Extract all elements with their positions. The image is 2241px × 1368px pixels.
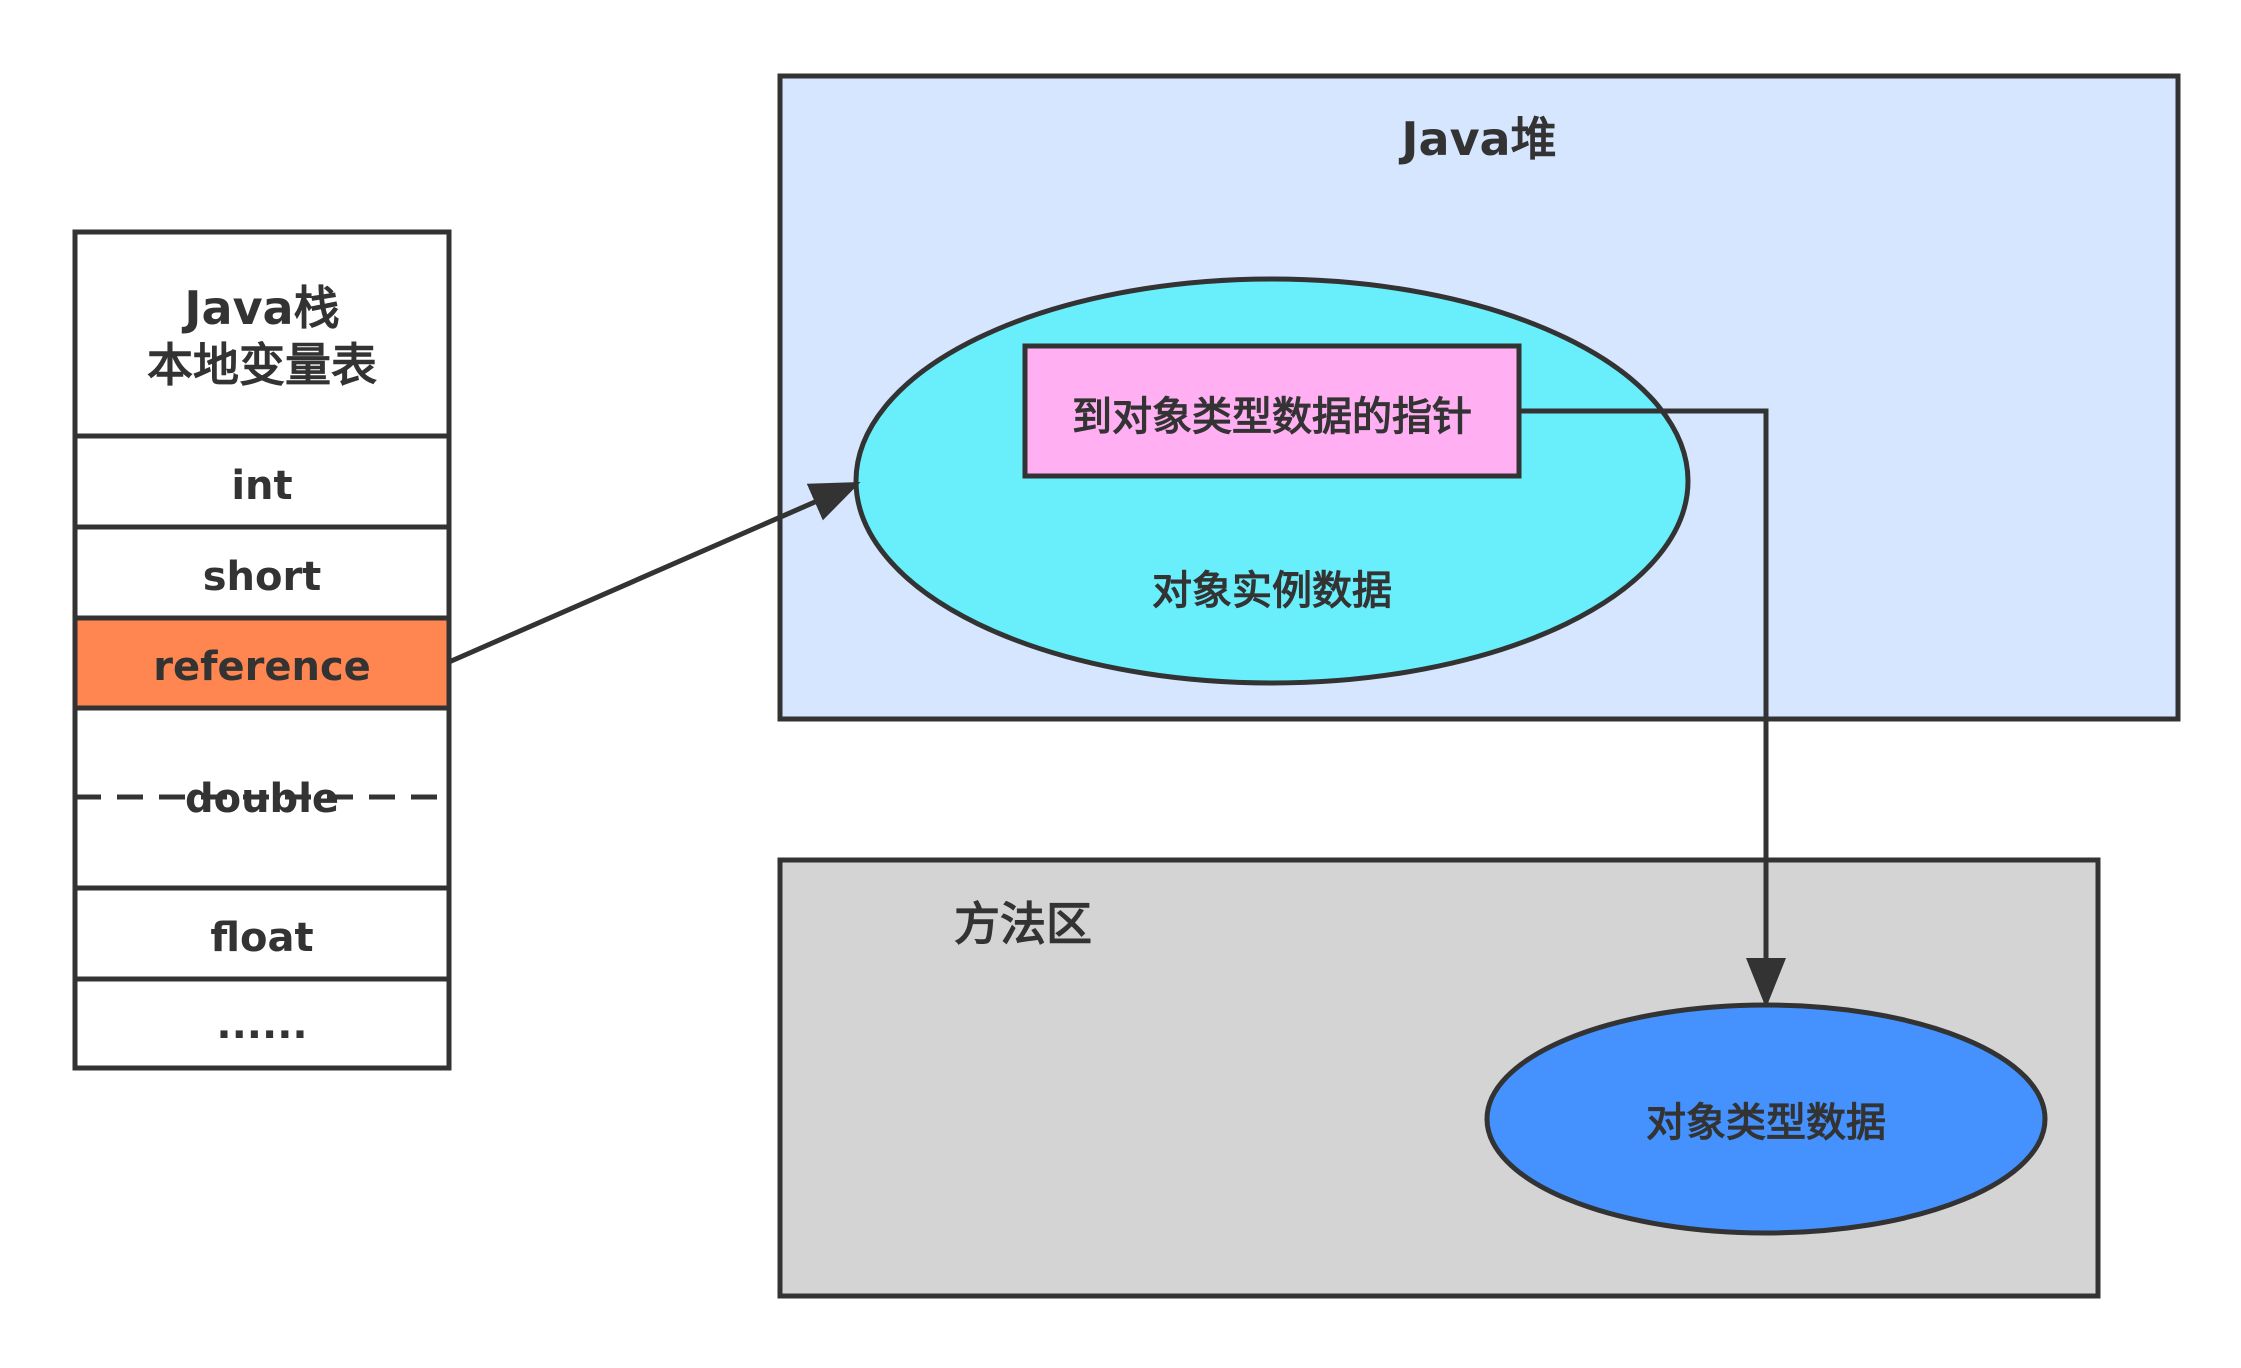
object-type-data-label: 对象类型数据 — [1646, 1100, 1886, 1146]
stack-row-reference-cell — [72, 615, 452, 711]
java-stack-table: Java栈 本地变量表 int short reference double f… — [72, 229, 452, 1071]
stack-row-short: short — [203, 554, 322, 600]
method-area-title: 方法区 — [954, 897, 1092, 951]
java-heap: Java堆 对象实例数据 到对象类型数据的指针 — [777, 73, 2181, 722]
method-area: 方法区 对象类型数据 — [777, 857, 2101, 1299]
object-instance-label: 对象实例数据 — [1152, 568, 1392, 614]
object-instance-ellipse — [853, 276, 1691, 686]
stack-row-int: int — [231, 463, 292, 509]
stack-title-line1: Java栈 — [181, 281, 339, 335]
stack-row-reference: reference — [153, 644, 371, 690]
reference-to-instance-arrow — [447, 481, 861, 665]
stack-row-float: float — [210, 915, 313, 961]
stack-title-line2: 本地变量表 — [147, 338, 377, 392]
stack-row-ellipsis: ...... — [216, 1002, 307, 1048]
pointer-to-type-data-arrow — [1519, 408, 1786, 1008]
type-pointer-label: 到对象类型数据的指针 — [1072, 394, 1472, 440]
heap-title: Java堆 — [1398, 112, 1556, 166]
